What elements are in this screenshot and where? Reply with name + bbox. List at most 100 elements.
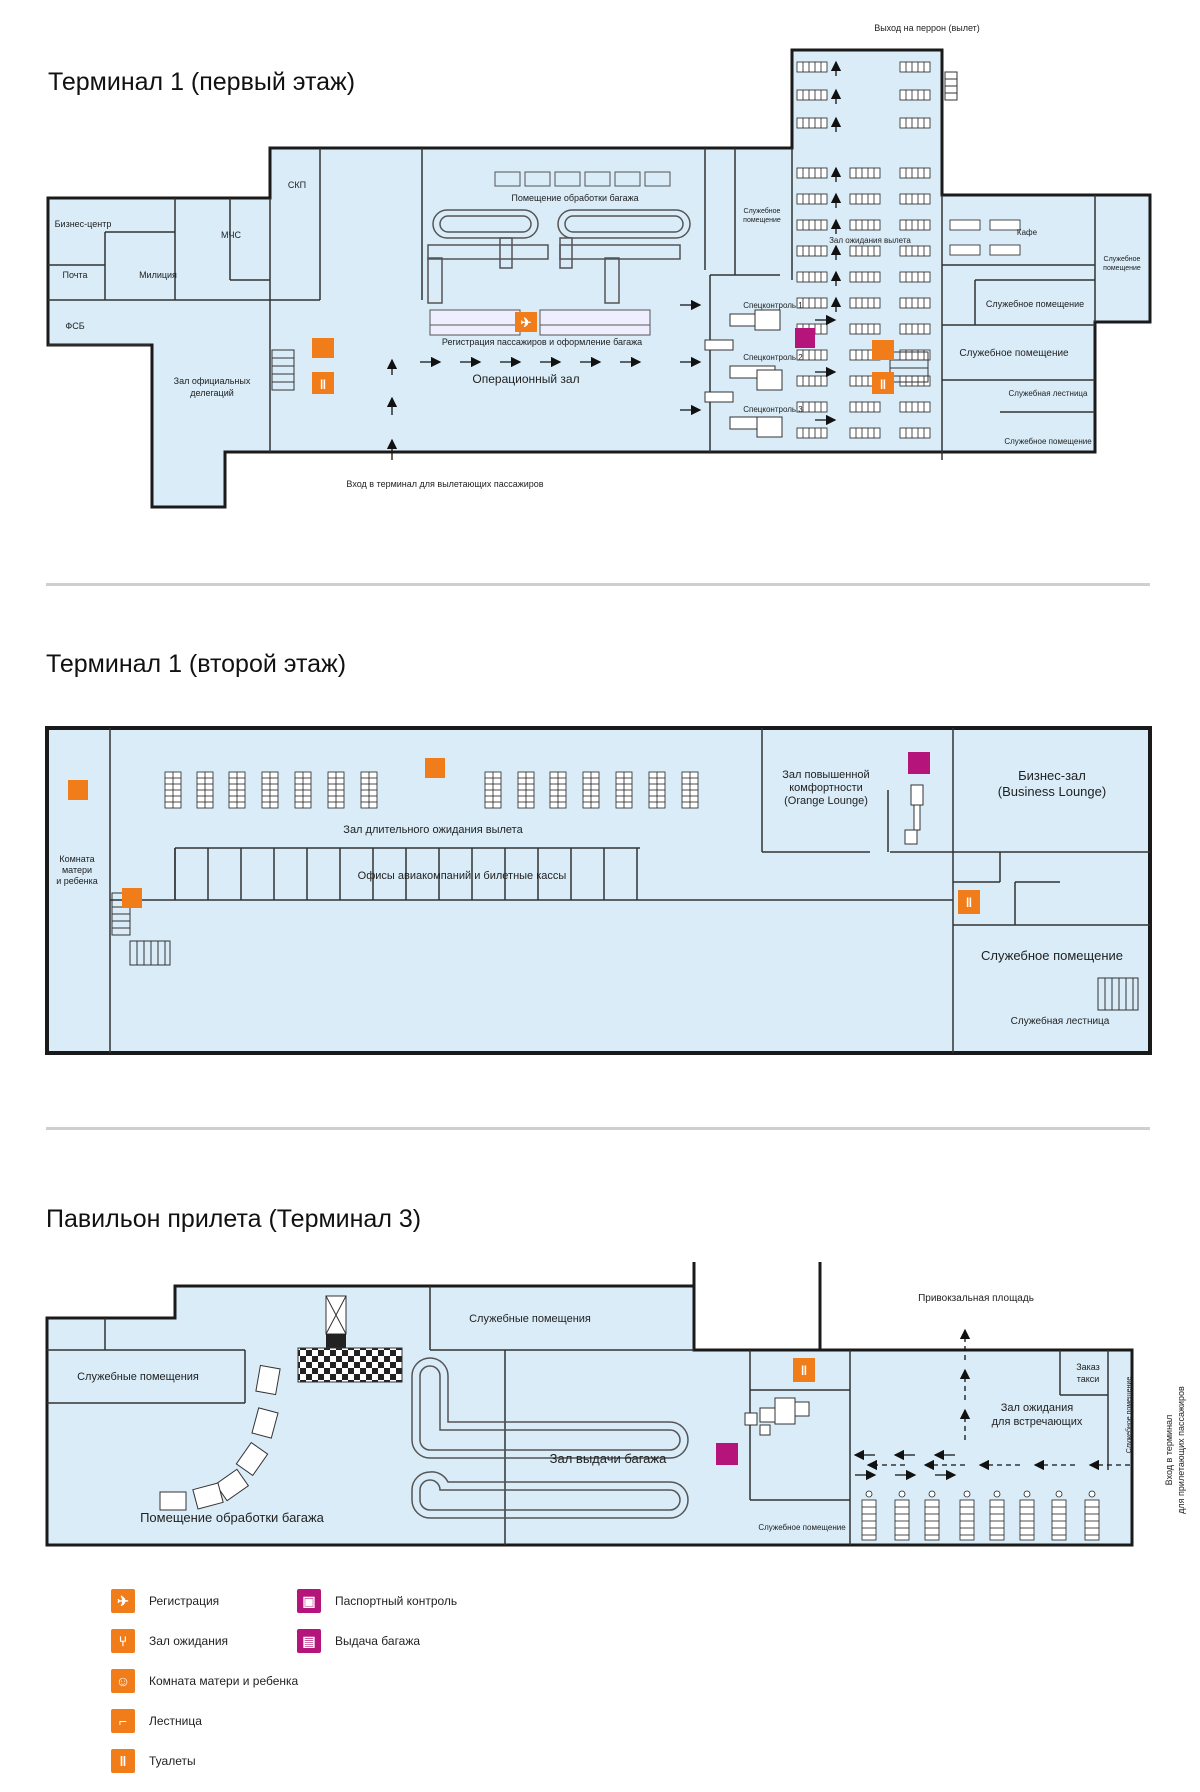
seat-block — [796, 271, 828, 283]
seat-block — [899, 167, 931, 179]
separator-2 — [46, 1127, 1150, 1130]
stairs-icon — [122, 888, 142, 908]
seat-block — [796, 167, 828, 179]
floor1-outline — [46, 48, 1152, 509]
seat-block — [849, 167, 881, 179]
room-baggage-handling-3: Помещение обработки багажа — [140, 1510, 325, 1525]
room-service-a: Служебное помещение — [986, 299, 1084, 309]
separator-1 — [46, 583, 1150, 586]
seat-block — [899, 375, 931, 387]
seat-block — [796, 219, 828, 231]
seat-block — [899, 117, 931, 129]
room-service-rooms-left: Служебные помещения — [77, 1371, 199, 1383]
seat-block — [796, 245, 828, 257]
room-service-2f: Служебное помещение — [981, 948, 1123, 963]
room-security-1: Спецконтроль 1 — [743, 301, 803, 310]
station-square-label: Привокзальная площадь — [918, 1293, 1034, 1304]
stairs-icon — [872, 340, 894, 360]
room-long-wait: Зал длительного ожидания вылета — [343, 824, 523, 836]
seat-block — [796, 427, 828, 439]
legend-item: ☺ Комната матери и ребенка — [111, 1669, 298, 1693]
toilets-icon — [312, 372, 334, 394]
room-service-small-2: помещение — [743, 217, 781, 224]
room-meeting-hall-1: Зал ожидания — [1001, 1402, 1073, 1414]
seat-block — [849, 245, 881, 257]
seat-block — [796, 349, 828, 361]
room-operations-hall: Операционный зал — [472, 372, 579, 386]
legend-label: Туалеты — [149, 1754, 196, 1768]
seat-block — [796, 61, 828, 73]
legend-label: Лестница — [149, 1714, 202, 1728]
seat-block — [849, 297, 881, 309]
legend-item: ⑂ Зал ожидания — [111, 1629, 228, 1653]
room-service-rooms-top: Служебные помещения — [469, 1313, 591, 1325]
room-meeting-hall-2: для встречающих — [992, 1416, 1083, 1428]
stairs-icon — [312, 338, 334, 358]
passport-control-icon — [795, 328, 815, 348]
entrance-arrivals-2: для прилетающих пассажиров — [1176, 1386, 1186, 1514]
seat-block — [849, 323, 881, 335]
toilets-icon — [958, 890, 980, 914]
room-mother-child-3: и ребенка — [56, 876, 98, 886]
seat-block — [796, 89, 828, 101]
floor3-title: Павильон прилета (Терминал 3) — [46, 1205, 422, 1233]
room-baggage-handling: Помещение обработки багажа — [511, 193, 638, 203]
legend-label: Регистрация — [149, 1594, 220, 1608]
stairs-icon: ⌐ — [111, 1709, 135, 1733]
room-taxi-1: Заказ — [1076, 1362, 1100, 1372]
room-security-2: Спецконтроль 2 — [743, 353, 803, 362]
seat-block — [796, 375, 828, 387]
room-service-bottom: Служебное помещение — [758, 1523, 846, 1532]
baggage-claim-icon — [716, 1443, 738, 1465]
svg-text:ǁ: ǁ — [801, 1363, 807, 1378]
room-fsb: ФСБ — [65, 321, 84, 331]
floor2-plan: ǁ Комната матери и ребенка Зал длительно… — [45, 726, 1152, 1055]
room-offices: Офисы авиакомпаний и билетные кассы — [358, 870, 567, 882]
room-post: Почта — [63, 270, 88, 280]
seat-block — [899, 297, 931, 309]
room-official-2: делегаций — [190, 388, 234, 398]
bench — [894, 1499, 910, 1541]
toilets-icon — [872, 372, 894, 394]
legend-label: Паспортный контроль — [335, 1594, 458, 1608]
room-skp: СКП — [288, 180, 306, 190]
bench — [1051, 1499, 1067, 1541]
bench — [1084, 1499, 1100, 1541]
room-service-vertical: Служебное помещение — [1125, 1377, 1133, 1454]
bench — [959, 1499, 975, 1541]
legend-item: ✈ Регистрация — [111, 1589, 219, 1613]
seat-block — [899, 427, 931, 439]
room-official-1: Зал официальных — [174, 376, 251, 386]
toilets-icon — [793, 1358, 815, 1382]
passport-control-icon: ▣ — [297, 1589, 321, 1613]
room-mother-child-2: матери — [62, 865, 92, 875]
svg-text:ǁ: ǁ — [966, 895, 972, 910]
room-orange-lounge-3: (Orange Lounge) — [784, 795, 868, 807]
seat-block — [949, 219, 981, 231]
room-baggage-claim: Зал выдачи багажа — [550, 1451, 667, 1466]
room-service-c: Служебное помещение — [1004, 437, 1092, 446]
legend-label: Комната матери и ребенка — [149, 1674, 299, 1688]
legend-item: ▤ Выдача багажа — [297, 1629, 420, 1653]
room-orange-lounge-1: Зал повышенной — [782, 769, 869, 781]
svg-text:ǁ: ǁ — [320, 377, 326, 392]
waiting-hall-icon — [425, 758, 445, 778]
bench — [989, 1499, 1005, 1541]
exit-label: Выход на перрон (вылет) — [874, 23, 980, 33]
svg-text:✈: ✈ — [521, 315, 532, 330]
seat-block — [899, 401, 931, 413]
legend-label: Зал ожидания — [149, 1634, 229, 1648]
seat-block — [849, 427, 881, 439]
seat-block — [899, 61, 931, 73]
legend-item: ▣ Паспортный контроль — [297, 1589, 457, 1613]
seat-block — [796, 193, 828, 205]
seat-block — [796, 401, 828, 413]
room-service-small-1: Служебное — [744, 207, 781, 215]
seat-block — [899, 219, 931, 231]
seat-block — [849, 219, 881, 231]
room-service-b: Служебное помещение — [959, 347, 1069, 359]
legend-label: Выдача багажа — [335, 1634, 421, 1648]
seat-block — [949, 244, 981, 256]
room-taxi-2: такси — [1077, 1374, 1100, 1384]
